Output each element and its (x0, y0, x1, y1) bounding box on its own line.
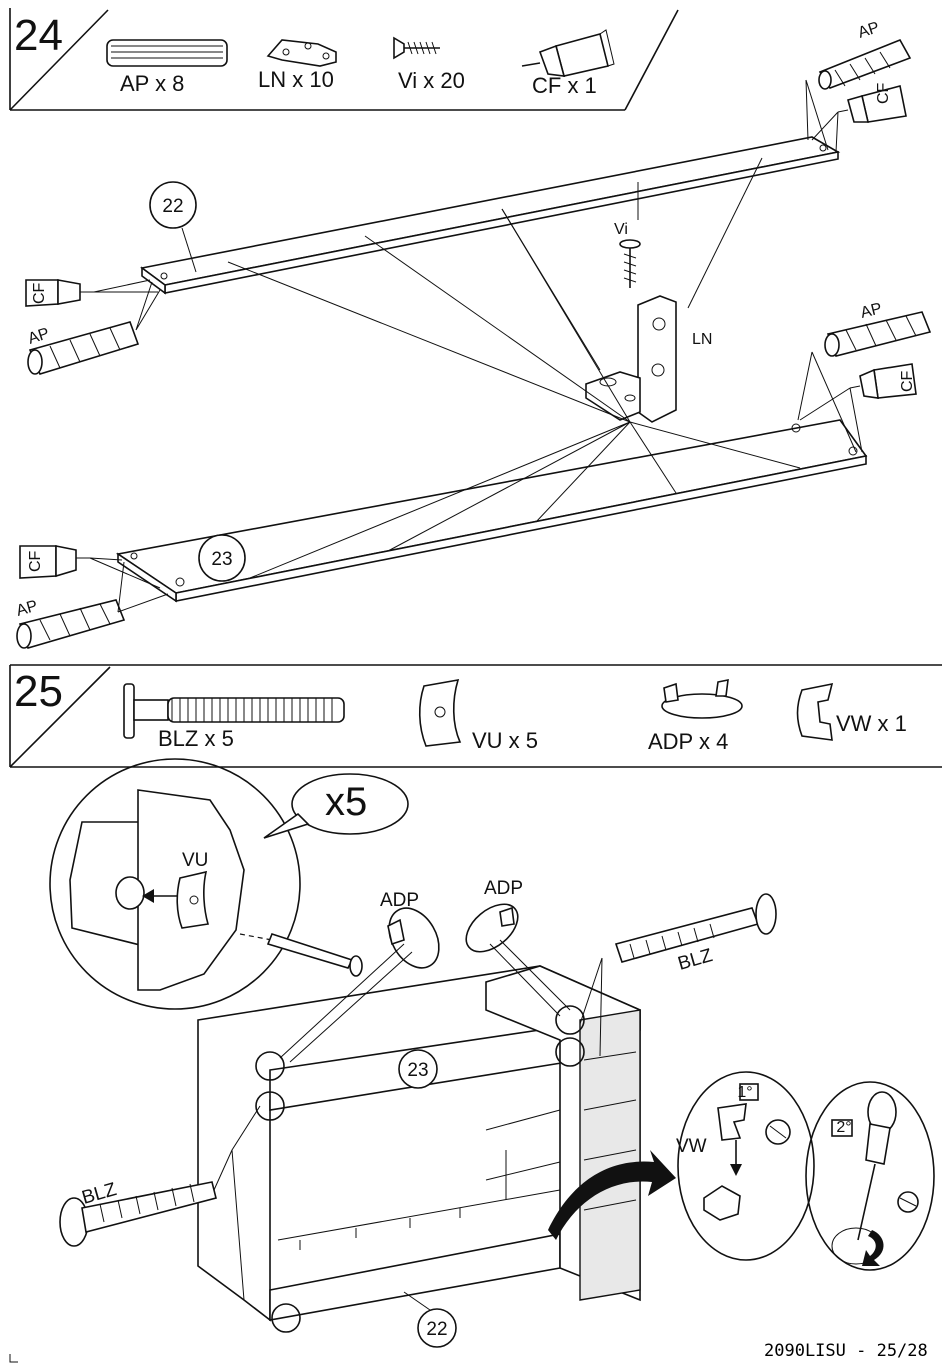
label-adp-1: ADP (380, 890, 419, 911)
label-ap-right-bottom: AP (859, 300, 884, 322)
cap-part-2 (457, 895, 526, 961)
page-reference: 2090LISU - 25/28 (764, 1341, 928, 1361)
glue-tube-right-top (838, 86, 906, 122)
bolt-icon (124, 684, 344, 738)
callout-23-bottom: 23 (211, 549, 232, 570)
label-ap-left-bottom: AP (14, 598, 39, 620)
label-vi: Vi (614, 221, 628, 238)
part-label-vw: VW x 1 (836, 711, 907, 736)
step25-drawing: VU x5 23 22 (50, 759, 934, 1347)
label-vw: VW (676, 1136, 707, 1157)
dowel-icon (107, 40, 227, 66)
part-label-vi: Vi x 20 (398, 68, 465, 93)
part-label-ap: AP x 8 (120, 71, 184, 96)
part-label-blz: BLZ x 5 (158, 726, 234, 751)
crop-marks (10, 1354, 18, 1362)
label-cf-right-bottom: CF (899, 370, 916, 392)
angle-bracket-icon (268, 40, 336, 66)
label-adp-2: ADP (484, 878, 523, 899)
screwdriver-detail-circle (806, 1082, 934, 1270)
repeat-count: x5 (325, 780, 367, 824)
step-2-label: 2° (836, 1119, 851, 1136)
step-1-label: 1° (737, 1084, 752, 1101)
step24-number: 24 (14, 11, 63, 60)
label-cf-right-top: CF (875, 82, 892, 104)
dowel-part-right-top (819, 40, 910, 89)
cap-icon (662, 680, 742, 718)
label-ln: LN (692, 331, 712, 348)
callout-23-bed: 23 (407, 1060, 428, 1081)
glue-tube-icon (522, 30, 614, 76)
cam-lock-icon (798, 684, 833, 740)
part-label-adp: ADP x 4 (648, 729, 728, 754)
part-label-cf: CF x 1 (532, 73, 597, 98)
step25-number: 25 (14, 667, 63, 716)
step24-drawing: 22 23 LN Vi (14, 19, 930, 648)
barrel-nut-icon (420, 680, 460, 746)
angle-bracket-part (586, 296, 676, 422)
label-ap-right-top: AP (856, 19, 882, 42)
step25-header: 25 BLZ x 5 VU x 5 ADP x 4 VW x 1 (10, 665, 942, 767)
screw-icon (394, 38, 440, 58)
part-label-ln: LN x 10 (258, 67, 334, 92)
screw-part (620, 240, 640, 288)
detail-circle (50, 759, 300, 1009)
dowel-part-right-bottom (825, 312, 930, 356)
callout-22-bed: 22 (426, 1319, 447, 1340)
bunk-frame (198, 966, 640, 1320)
label-cf-left-bottom: CF (27, 550, 44, 572)
label-blz-right: BLZ (676, 945, 716, 975)
part-label-vu: VU x 5 (472, 728, 538, 753)
bolt-detail (240, 934, 362, 976)
label-vu-detail: VU (182, 850, 208, 871)
label-cf-left-top: CF (31, 282, 48, 304)
step24-header: 24 AP x 8 LN x 10 Vi x 20 (10, 8, 678, 110)
callout-22-top: 22 (162, 196, 183, 217)
